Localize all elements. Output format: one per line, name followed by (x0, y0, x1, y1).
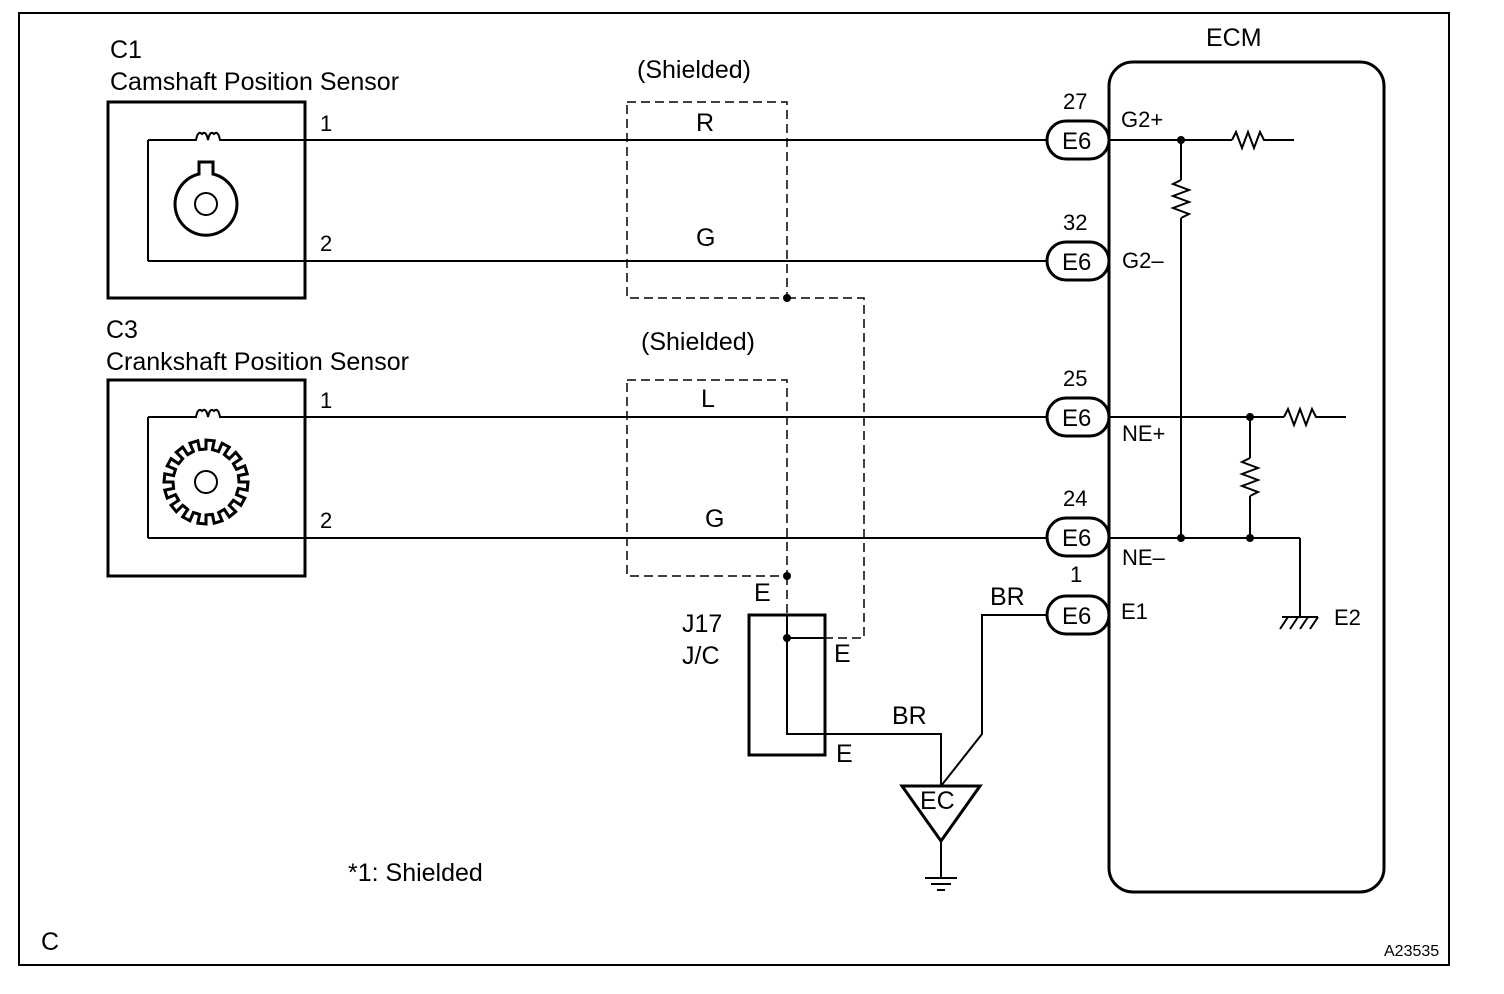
svg-text:E6: E6 (1062, 603, 1091, 630)
svg-text:E6: E6 (1062, 405, 1091, 432)
shield-box-top (626, 101, 788, 299)
junction-internal-bus (786, 615, 826, 735)
wire-color-ground-junction: BR (892, 702, 927, 730)
wire-color-ground-e1: BR (990, 583, 1025, 611)
svg-text:32: 32 (1063, 210, 1087, 235)
footnote: *1: Shielded (348, 859, 483, 887)
cam-coil-icon (148, 131, 225, 141)
ecm-connector-g2p: 27 E6 G2+ (1045, 89, 1163, 161)
junction-name: J/C (682, 642, 720, 670)
crank-pin1-label: 1 (320, 388, 332, 413)
ecm-internal-circuit (1109, 129, 1346, 617)
crank-coil-icon (148, 408, 225, 418)
ecm-chassis-ground-icon (1279, 616, 1319, 630)
wire-color-cam-neg: G (696, 224, 715, 252)
junction-pin-top: E (754, 579, 771, 607)
junction-code: J17 (682, 610, 722, 638)
ecm-connector-nen: 24 E6 NE– (1045, 486, 1166, 570)
shield-label-bottom: (Shielded) (641, 328, 755, 356)
junction-pin-right: E (834, 640, 851, 668)
wire-color-crank-neg: G (705, 505, 724, 533)
cam-rotor-icon (173, 160, 239, 237)
svg-text:24: 24 (1063, 486, 1087, 511)
shield-node-top (783, 294, 791, 302)
crank-gear-icon (162, 438, 250, 526)
wire-color-crank-pos: L (701, 385, 715, 413)
svg-text:E6: E6 (1062, 128, 1091, 155)
svg-text:E1: E1 (1121, 599, 1148, 624)
wire-ground-e1 (940, 614, 1048, 787)
shield-node-bottom (783, 572, 791, 580)
cam-sensor-code: C1 (110, 36, 142, 64)
corner-letter: C (41, 928, 59, 956)
ground-point-label: EC (920, 787, 955, 815)
svg-text:1: 1 (1070, 562, 1082, 587)
ecm-box (1107, 60, 1386, 894)
ecm-connector-e1: 1 E6 E1 (1045, 562, 1148, 636)
junction-node (783, 634, 791, 642)
cam-sensor-name: Camshaft Position Sensor (110, 68, 399, 96)
svg-text:E6: E6 (1062, 249, 1091, 276)
svg-text:G2+: G2+ (1121, 107, 1163, 132)
cam-pin2-label: 2 (320, 231, 332, 256)
svg-text:NE–: NE– (1122, 545, 1166, 570)
ecm-connector-nep: 25 E6 NE+ (1045, 366, 1165, 446)
crank-sensor-name: Crankshaft Position Sensor (106, 348, 409, 376)
cam-sensor-box (106, 100, 307, 300)
figure-id: A23535 (1384, 943, 1439, 960)
ecm-connector-g2n: 32 E6 G2– (1045, 210, 1164, 282)
wire-ground-junction (826, 733, 942, 786)
ecm-ground-terminal: E2 (1334, 605, 1361, 630)
cam-pin1-label: 1 (320, 111, 332, 136)
junction-pin-bottom: E (836, 740, 853, 768)
shield-label-top: (Shielded) (637, 56, 751, 84)
svg-text:E6: E6 (1062, 525, 1091, 552)
diagram-frame (18, 12, 1450, 966)
wire-color-cam-pos: R (696, 109, 714, 137)
shield-drain-top (787, 297, 865, 639)
shield-box-bottom (626, 379, 788, 577)
svg-text:27: 27 (1063, 89, 1087, 114)
crank-pin2-label: 2 (320, 508, 332, 533)
svg-text:25: 25 (1063, 366, 1087, 391)
crank-sensor-box (106, 378, 307, 578)
crank-sensor-code: C3 (106, 316, 138, 344)
svg-text:G2–: G2– (1122, 248, 1164, 273)
ecm-title: ECM (1206, 24, 1262, 52)
svg-text:NE+: NE+ (1122, 421, 1165, 446)
ground-point-ec (899, 784, 983, 891)
